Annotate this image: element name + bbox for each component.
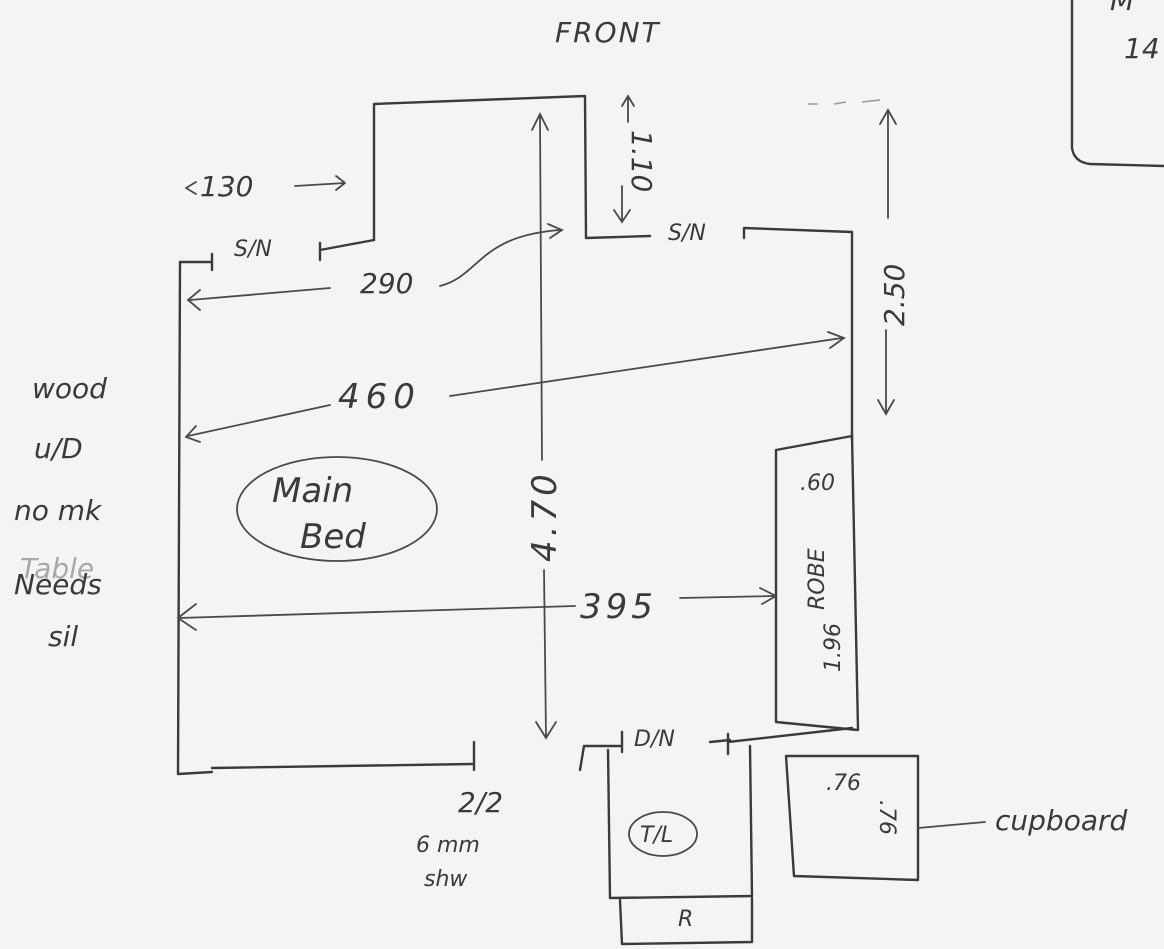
toilet-label: T/L (640, 823, 673, 848)
note-ud: u/D (34, 432, 83, 465)
corner-text-1: M (1110, 0, 1134, 17)
room-outline (176, 94, 860, 776)
cupboard-depth: .76 (874, 800, 899, 835)
label-sn-left: S/N (234, 237, 272, 262)
dimension-arrows (176, 94, 897, 740)
cupboard-width: .76 (826, 771, 861, 796)
corner-text-2: 14 (1124, 32, 1160, 65)
room-label-main: Main (272, 471, 353, 511)
label-sn-right: S/N (668, 221, 706, 246)
dim-460: 460 (338, 377, 421, 417)
front-title: FRONT (555, 16, 661, 49)
dim-130: 130 (200, 170, 253, 203)
dim-395: 395 (580, 587, 657, 627)
main-bed-label: Main Bed (236, 456, 438, 562)
dim-470: 4.70 (525, 470, 565, 562)
toilet-block (606, 744, 754, 946)
cupboard-label: cupboard (995, 804, 1127, 837)
note-faint: Table (20, 552, 94, 585)
cupboard-box (784, 754, 986, 882)
label-dn: D/N (634, 727, 675, 752)
dim-110: 1.10 (625, 130, 658, 192)
dim-290: 290 (360, 267, 413, 300)
robe-length: 1.96 (821, 623, 846, 672)
note-needs: Needs (14, 568, 102, 601)
bottom-note-2: shw (424, 867, 468, 892)
room-r-label: R (678, 907, 693, 932)
note-sil: sil (48, 620, 78, 653)
corner-box: M 14 (1070, 0, 1164, 168)
note-wood: wood (32, 372, 107, 405)
room-label-bed: Bed (300, 517, 366, 557)
label-2-2: 2/2 (458, 786, 503, 819)
bottom-note-1: 6 mm (416, 833, 480, 858)
dim-250: 2.50 (878, 264, 911, 326)
robe-label: ROBE (805, 548, 830, 610)
note-no-mk: no mk (14, 494, 103, 527)
robe-depth: .60 (800, 471, 835, 496)
